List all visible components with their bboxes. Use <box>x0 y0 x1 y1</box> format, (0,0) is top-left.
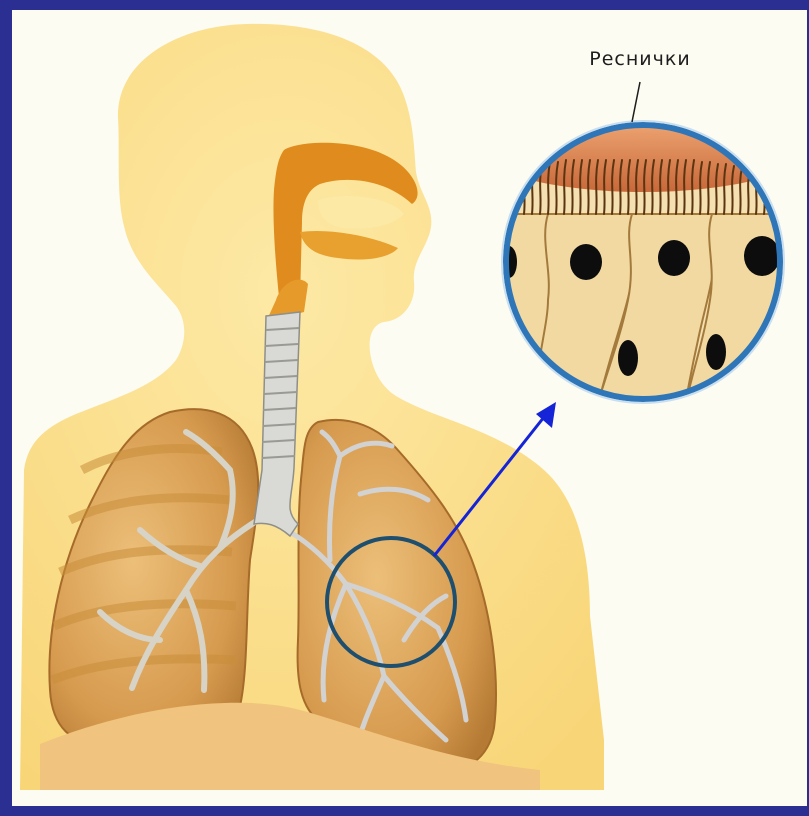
cilia-label: Реснички <box>565 48 715 70</box>
ciliated-epithelium-zoom <box>483 108 803 412</box>
epithelial-cells <box>500 214 790 412</box>
cilia-label-leader <box>632 82 640 122</box>
